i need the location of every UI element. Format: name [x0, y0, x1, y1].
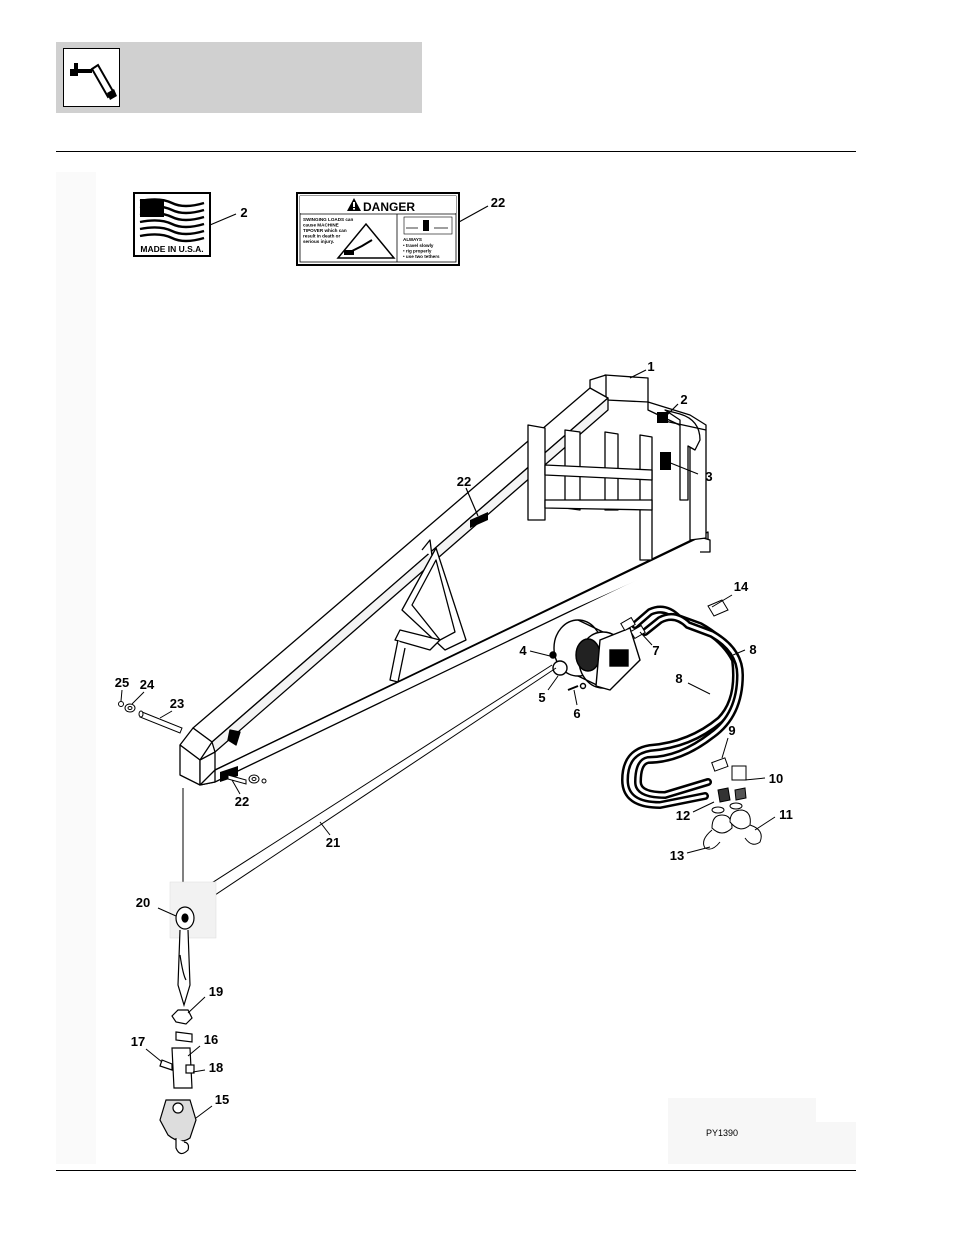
danger-decal: DANGER SWINGING LOADS can cause MACHINE … — [297, 193, 459, 265]
callout-4: 4 — [519, 643, 527, 658]
callout-19: 19 — [209, 984, 223, 999]
svg-text:serious injury.: serious injury. — [303, 239, 334, 244]
danger-title: DANGER — [363, 200, 415, 214]
callout-17: 17 — [131, 1034, 145, 1049]
made-in-usa-text: MADE IN U.S.A. — [140, 244, 203, 254]
us-flag-icon — [140, 199, 204, 241]
boom-crane-icon — [64, 49, 119, 106]
callout-25: 25 — [115, 675, 129, 690]
made-in-usa-decal: MADE IN U.S.A. — [134, 193, 210, 256]
callout-20: 20 — [136, 895, 150, 910]
svg-text:SWINGING LOADS can: SWINGING LOADS can — [303, 217, 353, 222]
callout-22: 22 — [491, 195, 505, 210]
frame-decal-3 — [660, 452, 671, 470]
boom-frame — [180, 370, 710, 785]
callout-14: 14 — [734, 579, 749, 594]
callout-22b: 22 — [457, 474, 471, 489]
callout-21: 21 — [326, 835, 340, 850]
svg-text:result in death or: result in death or — [303, 234, 340, 239]
jib-boom-exploded-view: MADE IN U.S.A. 2 DANGER SWINGING LOADS c… — [56, 172, 856, 1164]
frame-decal-2 — [657, 412, 668, 423]
callout-15: 15 — [215, 1092, 229, 1107]
callout-3: 3 — [705, 469, 712, 484]
figure-id: PY1390 — [706, 1128, 738, 1138]
callout-8a: 8 — [749, 642, 756, 657]
callout-22c: 22 — [235, 794, 249, 809]
callout-2: 2 — [240, 205, 247, 220]
callout-16: 16 — [204, 1032, 218, 1047]
svg-text:ALWAYS: ALWAYS — [403, 237, 422, 242]
svg-text:• rig properly: • rig properly — [403, 249, 432, 254]
hydraulic-hoses — [625, 610, 740, 805]
footer-rule — [56, 1170, 856, 1171]
header-rule — [56, 151, 856, 152]
svg-text:• travel slowly: • travel slowly — [403, 243, 434, 248]
svg-text:cause MACHINE: cause MACHINE — [303, 223, 339, 228]
header-icon-box — [63, 48, 120, 107]
hose-clamp — [708, 600, 728, 616]
callout-10: 10 — [769, 771, 783, 786]
parts-diagram: MADE IN U.S.A. 2 DANGER SWINGING LOADS c… — [56, 172, 856, 1164]
sheave-background — [170, 882, 216, 938]
hook-assembly — [160, 907, 196, 1154]
winch-assembly — [550, 620, 640, 690]
callout-8b: 8 — [675, 671, 682, 686]
callout-1: 1 — [647, 359, 654, 374]
svg-text:• use two tethers: • use two tethers — [403, 254, 440, 259]
callout-11: 11 — [779, 807, 793, 822]
callout-18: 18 — [209, 1060, 223, 1075]
callout-2b: 2 — [680, 392, 687, 407]
callout-24: 24 — [140, 677, 155, 692]
callout-7: 7 — [652, 643, 659, 658]
callout-12: 12 — [676, 808, 690, 823]
callout-6: 6 — [573, 706, 580, 721]
callout-5: 5 — [538, 690, 545, 705]
svg-text:TIPOVER which can: TIPOVER which can — [303, 228, 347, 233]
callout-9: 9 — [728, 723, 735, 738]
callout-23: 23 — [170, 696, 184, 711]
callout-13: 13 — [670, 848, 684, 863]
figure-id-background — [668, 1098, 816, 1164]
